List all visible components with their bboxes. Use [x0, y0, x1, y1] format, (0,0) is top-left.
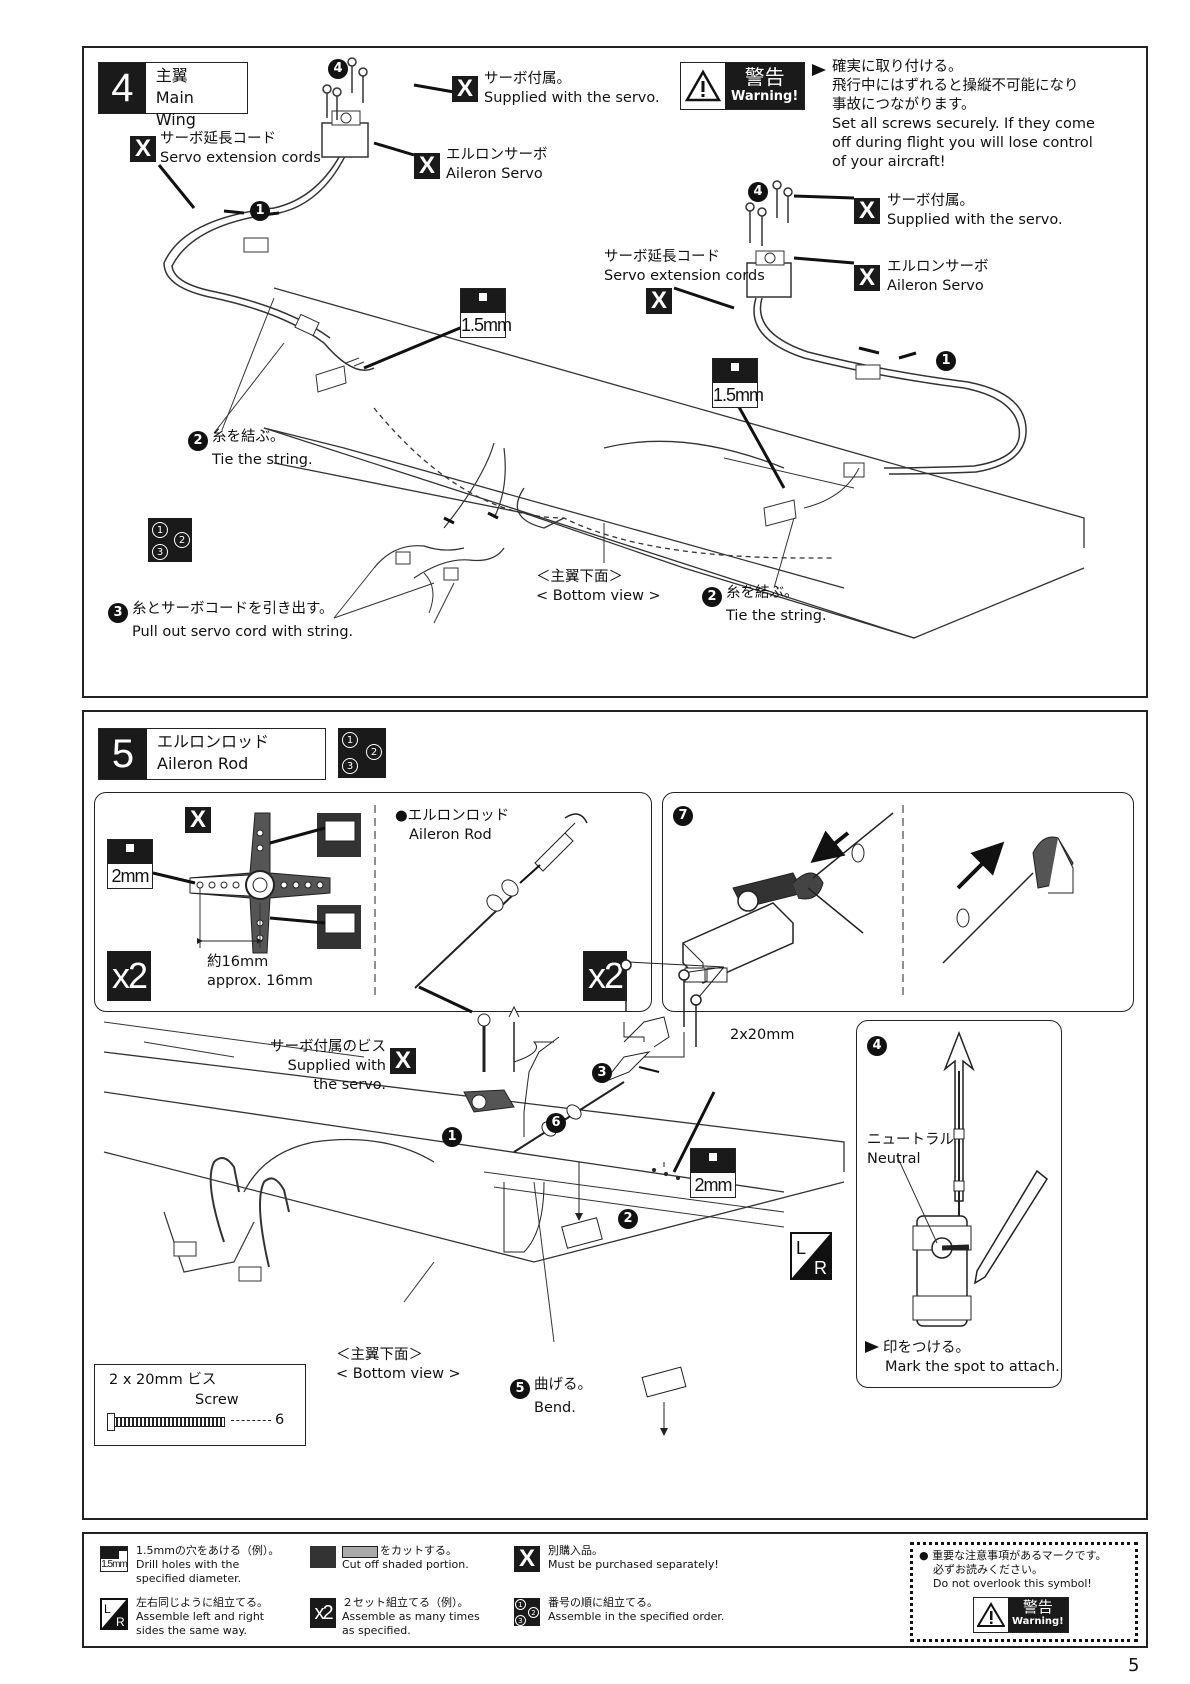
purchase-separately-icon: X [854, 197, 880, 224]
legend-order-text: 番号の順に組立てる。Assemble in the specified orde… [548, 1596, 725, 1623]
parts-name-en: Screw [195, 1392, 239, 1408]
svg-text:L: L [104, 1602, 111, 1616]
rod-connection-subpanel: 7 [662, 792, 1134, 1012]
warning-triangle-icon [681, 63, 725, 109]
bottom-view-label: ＜主翼下面＞< Bottom view > [336, 1347, 461, 1382]
x2-icon: x2 [107, 951, 151, 1001]
step-marker-7: 7 [673, 803, 697, 826]
drill-icon-right: 1.5mm [712, 358, 764, 408]
legend-drill-icon: 1.5mm [100, 1546, 128, 1572]
step5-header: 5 エルロンロッド Aileron Rod [98, 728, 326, 780]
step-number: 4 [99, 63, 146, 113]
purchase-separately-icon: X [130, 135, 156, 162]
legend-cut-text: をカットする。 [380, 1544, 457, 1557]
servo-horn-drawing [152, 805, 588, 998]
aileron-assembly-drawing [103, 959, 845, 1436]
neutral-drawing [896, 1030, 1048, 1327]
svg-text:R: R [814, 1258, 827, 1278]
step-title-jp: エルロンロッド [157, 732, 270, 751]
step4-drawing [157, 57, 1085, 639]
legend-shaded-icon [342, 1546, 378, 1558]
warning-arrow-icon [812, 64, 826, 76]
step-marker-2: 2 [618, 1206, 642, 1229]
legend-cut-en: Cut off shaded portion. [342, 1558, 469, 1571]
x2-icon: x2 [583, 951, 627, 1001]
step-marker-4: 4 [867, 1033, 891, 1056]
important-symbol-box: ● 重要な注意事項があるマークです。必ずお読みください。Do not overl… [910, 1542, 1138, 1642]
step4-number-4-right: 4 [748, 179, 772, 202]
page-number: 5 [1128, 1655, 1140, 1676]
mark-spot-label: 印をつける。Mark the spot to attach. [865, 1339, 1060, 1377]
legend-purchase-text: 別購入品。Must be purchased separately! [548, 1544, 719, 1571]
step-title-jp: 主翼 [155, 66, 188, 85]
purchase-separately-icon: X [854, 264, 880, 291]
bottom-view-label: ＜主翼下面＞< Bottom view > [536, 569, 661, 604]
drill-icon-2mm: 2mm [107, 839, 153, 889]
rod-connection-drawing [682, 805, 1074, 998]
step-number: 5 [99, 729, 147, 779]
step-marker-3: 3 [592, 1060, 616, 1083]
step4-panel: 4 主翼 Main Wing 4 X サーボ付属。Supplied with th… [82, 46, 1148, 698]
parts-box: 2 x 20mm ビス Screw 6 [94, 1364, 306, 1446]
step-marker-1-left: 1 [250, 198, 274, 221]
step-title-en: Aileron Rod [157, 754, 249, 773]
step4-header: 4 主翼 Main Wing [98, 62, 248, 129]
purchase-separately-icon: X [185, 806, 211, 833]
supplied-label-right: サーボ付属。Supplied with the servo. [887, 193, 1063, 228]
legend-cut-icon [310, 1546, 336, 1568]
warning-triangle-icon [974, 1598, 1008, 1632]
legend-purchase-icon: X [514, 1545, 540, 1572]
step4-number-4-left: 4 [328, 56, 352, 79]
purchase-separately-icon: X [646, 287, 672, 314]
screw-icon [111, 1417, 225, 1427]
parts-label: 2 x 20mm ビス [109, 1372, 217, 1388]
step-marker-1-right: 1 [936, 348, 960, 371]
svg-text:L: L [796, 1238, 806, 1258]
legend-x2-icon: x2 [310, 1598, 336, 1628]
purchase-separately-icon: X [452, 75, 478, 102]
drill-icon-2mm-assembly: 2mm [690, 1148, 736, 1198]
svg-text:R: R [116, 1615, 125, 1628]
parts-quantity: 6 [275, 1412, 285, 1428]
step-marker-1: 1 [442, 1124, 466, 1147]
step-title-en: Main Wing [155, 88, 196, 129]
drill-icon-left: 1.5mm [460, 288, 512, 338]
supplied-label: サーボ付属。Supplied with the servo. [484, 71, 660, 106]
step-marker-6: 6 [546, 1110, 570, 1133]
legend-panel: 1.5mm 1.5mmの穴をあける（例）。Drill holes with th… [82, 1532, 1148, 1648]
purchase-separately-icon: X [390, 1047, 416, 1074]
purchase-separately-icon: X [414, 152, 440, 179]
warning-text: 確実に取り付ける。飛行中にはずれると操縦不可能になり事故につながります。 Set… [832, 59, 1095, 170]
screw-size-label: 2x20mm [730, 1027, 795, 1043]
